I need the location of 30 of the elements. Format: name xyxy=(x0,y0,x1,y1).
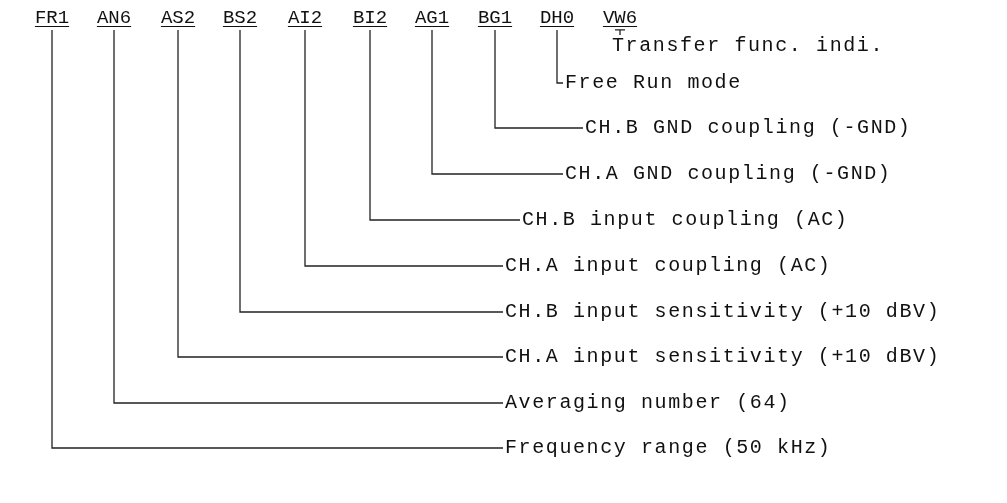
parameter-description: CH.B input sensitivity (+10 dBV) xyxy=(505,301,941,323)
parameter-code: VW6 xyxy=(602,8,638,29)
leader-line xyxy=(51,29,504,449)
parameter-code: DH0 xyxy=(539,8,575,29)
leader-line xyxy=(556,29,564,84)
leader-line xyxy=(177,29,504,358)
leader-line xyxy=(369,29,521,221)
leader-line xyxy=(494,29,584,129)
parameter-code: AS2 xyxy=(160,8,196,29)
leader-line xyxy=(431,29,564,175)
parameter-description: CH.B GND coupling (-GND) xyxy=(585,117,912,139)
parameter-description: Averaging number (64) xyxy=(505,392,791,414)
parameter-code: AG1 xyxy=(414,8,450,29)
parameter-description: Free Run mode xyxy=(565,72,742,94)
parameter-code: BG1 xyxy=(477,8,513,29)
parameter-description: Frequency range (50 kHz) xyxy=(505,437,832,459)
parameter-code: FR1 xyxy=(34,8,70,29)
parameter-code: AN6 xyxy=(96,8,132,29)
leader-line xyxy=(614,29,626,36)
leader-line xyxy=(304,29,504,267)
parameter-description: CH.B input coupling (AC) xyxy=(522,209,849,231)
parameter-code: AI2 xyxy=(287,8,323,29)
parameter-description: CH.A input coupling (AC) xyxy=(505,255,832,277)
parameter-description: Transfer func. indi. xyxy=(612,35,885,57)
parameter-code: BS2 xyxy=(222,8,258,29)
leader-line xyxy=(113,29,504,404)
parameter-code: BI2 xyxy=(352,8,388,29)
leader-line xyxy=(239,29,504,313)
parameter-description: CH.A input sensitivity (+10 dBV) xyxy=(505,346,941,368)
parameter-description: CH.A GND coupling (-GND) xyxy=(565,163,892,185)
